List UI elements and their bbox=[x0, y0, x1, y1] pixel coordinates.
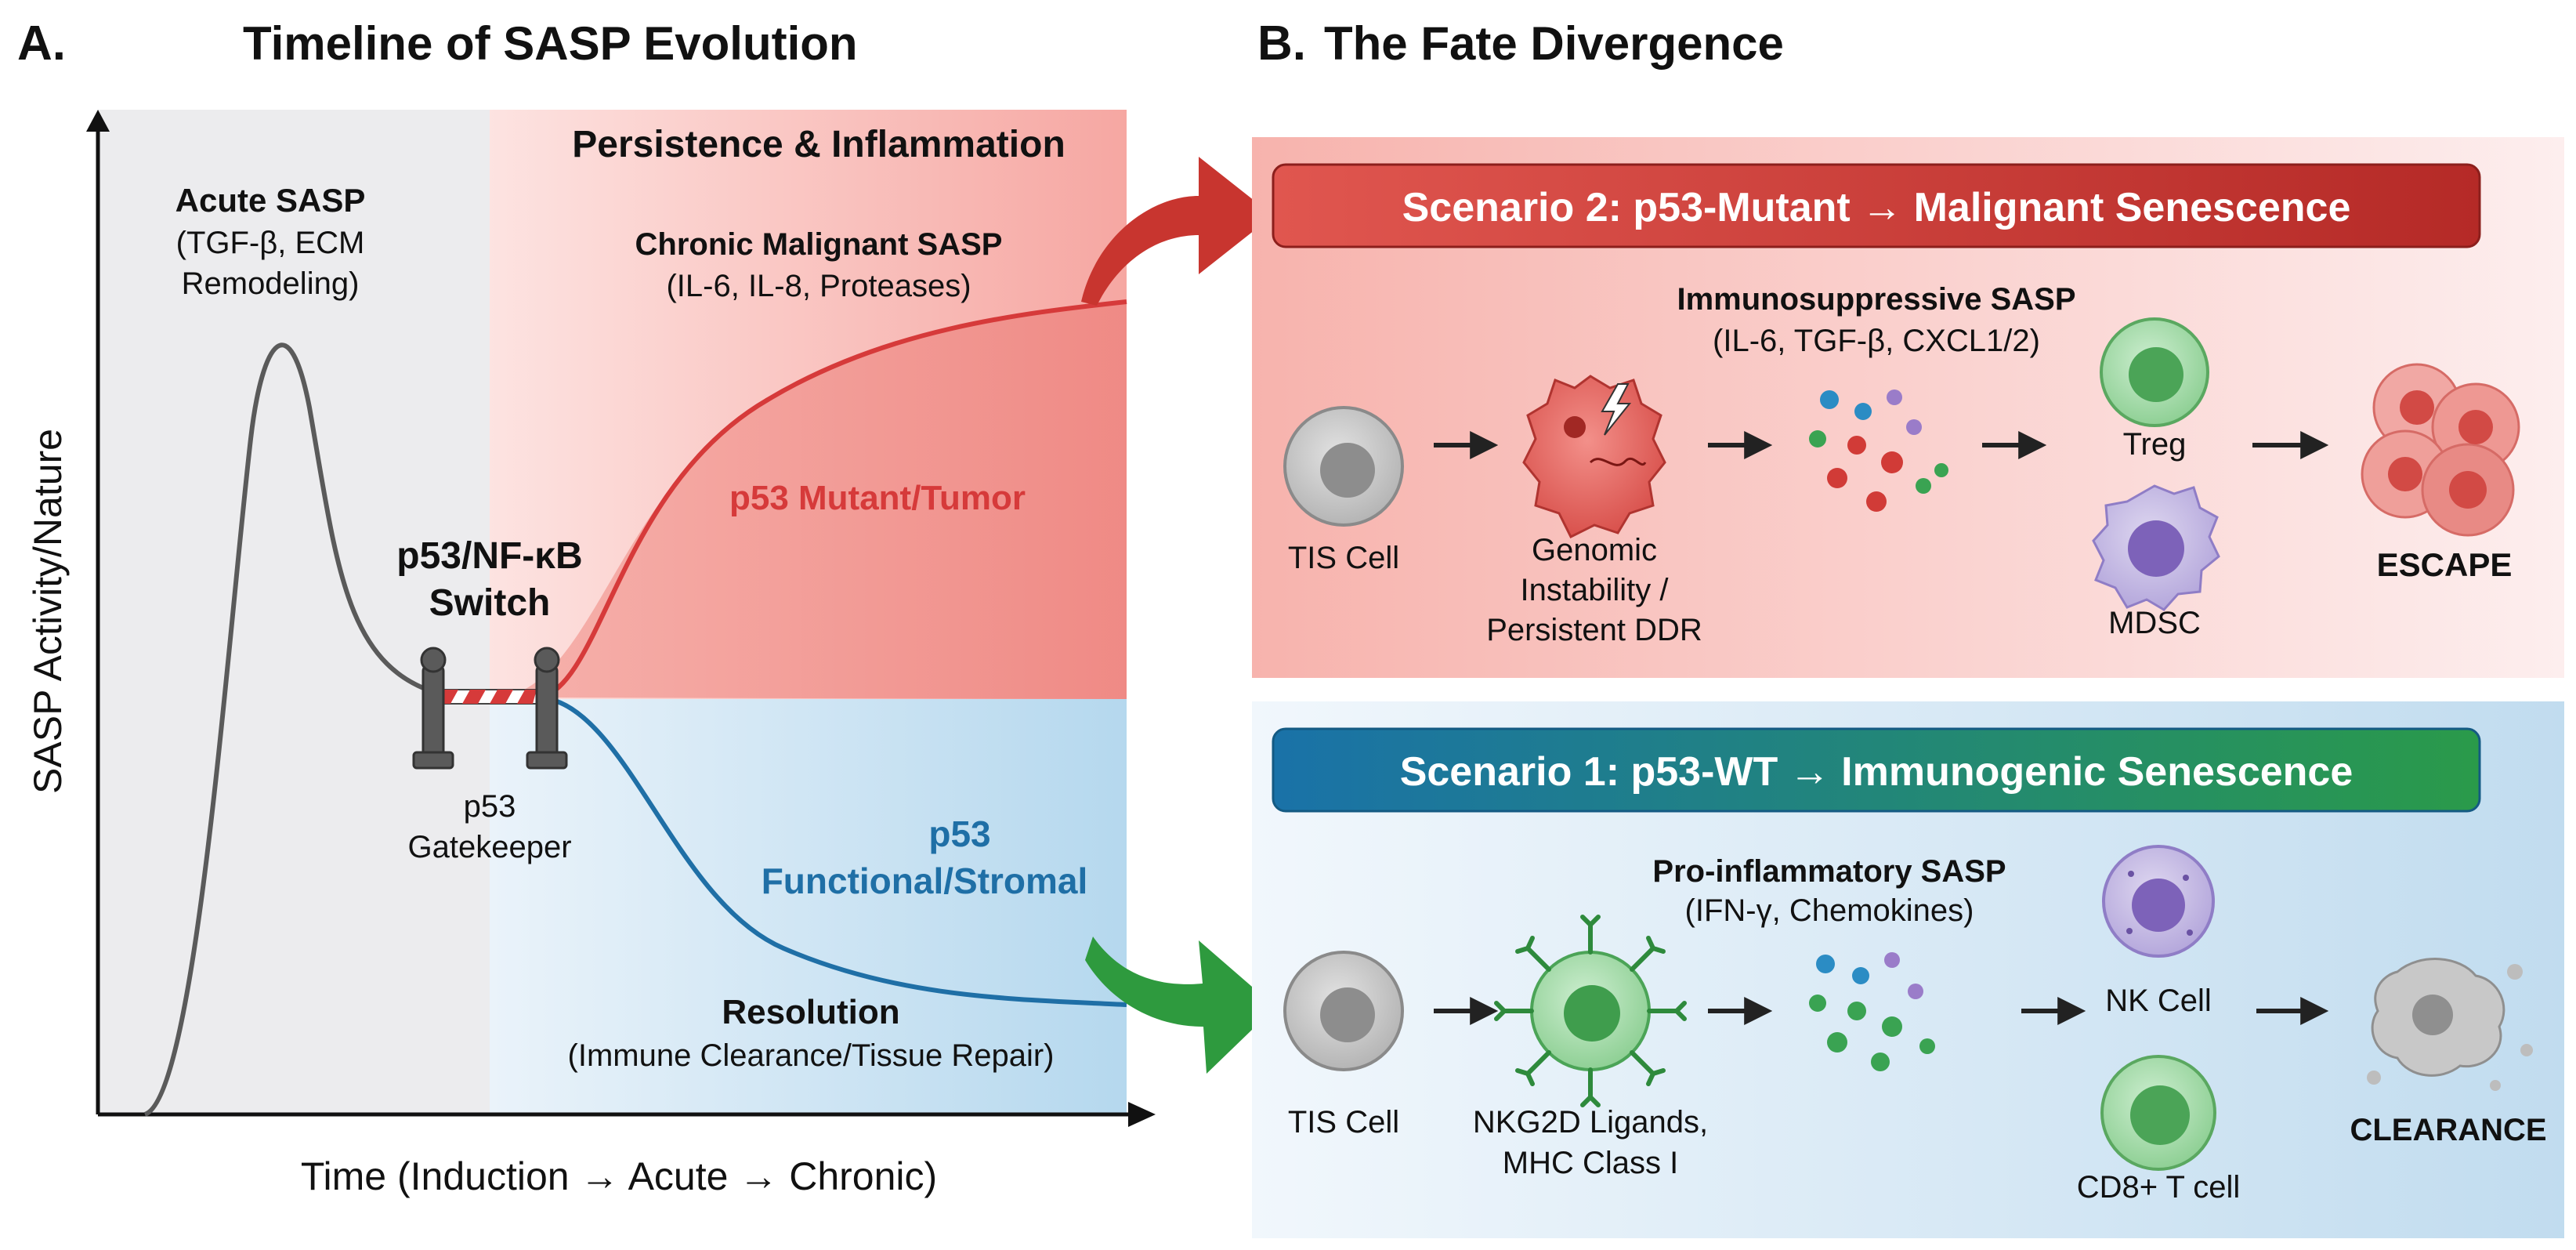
y-axis-arrow-icon bbox=[86, 110, 110, 132]
gatekeeper-label-line2: Gatekeeper bbox=[407, 830, 571, 864]
tumor-cluster-icon bbox=[2361, 363, 2520, 537]
x-axis-label: Time (Induction → Acute → Chronic) bbox=[301, 1154, 937, 1198]
scenario2-sasp-detail: (IL-6, TGF-β, CXCL1/2) bbox=[1713, 324, 2040, 358]
cd8-label: CD8+ T cell bbox=[2077, 1170, 2241, 1205]
mdsc-cell-icon bbox=[2092, 484, 2220, 611]
genomic-line2: Instability / bbox=[1521, 573, 1670, 607]
functional-curve bbox=[540, 695, 1127, 1007]
scenario1-box: Scenario 1: p53-WT → Immunogenic Senesce… bbox=[1252, 701, 2564, 1238]
functional-region bbox=[490, 699, 1127, 1114]
panel-a: A. Timeline of SASP Evolution SASP Activ… bbox=[17, 16, 1275, 1198]
genomic-line1: Genomic bbox=[1532, 533, 1657, 567]
mutant-curve bbox=[540, 299, 1127, 700]
acute-sasp-title: Acute SASP bbox=[175, 182, 366, 219]
scenario1-banner-text: Scenario 1: p53-WT → Immunogenic Senesce… bbox=[1400, 749, 2353, 795]
switch-label-line2: Switch bbox=[429, 582, 551, 624]
nk-cell-label: NK Cell bbox=[2105, 984, 2212, 1018]
cytokine-dots-icon bbox=[1809, 389, 1948, 512]
y-axis-label: SASP Activity/Nature bbox=[26, 429, 70, 794]
acute-sasp-line2: Remodeling) bbox=[182, 266, 360, 301]
x-axis-arrow-icon bbox=[1128, 1102, 1156, 1127]
scenario1-sasp-detail: (IFN-γ, Chemokines) bbox=[1685, 893, 1974, 928]
clearance-label: CLEARANCE bbox=[2350, 1113, 2546, 1147]
to-clearance-arrow-icon bbox=[1085, 937, 1275, 1074]
resolution-title: Resolution bbox=[722, 993, 899, 1031]
switch-label-line1: p53/NF-κB bbox=[396, 535, 582, 577]
escape-label: ESCAPE bbox=[2377, 546, 2513, 583]
functional-label-line1: p53 bbox=[928, 813, 990, 854]
cytokine-dots-icon bbox=[1809, 952, 1935, 1071]
ligand-cell-icon bbox=[1494, 915, 1687, 1107]
acute-sasp-curve bbox=[143, 342, 471, 1117]
lightning-icon bbox=[1601, 383, 1632, 436]
gatekeeper-label-line1: p53 bbox=[464, 789, 516, 824]
mdsc-label: MDSC bbox=[2108, 606, 2201, 640]
resolution-detail: (Immune Clearance/Tissue Repair) bbox=[568, 1038, 1055, 1073]
genomic-line3: Persistent DDR bbox=[1486, 613, 1702, 647]
scenario2-box: Scenario 2: p53-Mutant → Malignant Senes… bbox=[1252, 137, 2564, 678]
scenario1-sasp-title: Pro-inflammatory SASP bbox=[1652, 854, 2006, 889]
nk-cell-icon bbox=[2102, 845, 2215, 958]
ligands-line2: MHC Class I bbox=[1503, 1146, 1678, 1180]
tis-cell-icon bbox=[1283, 406, 1404, 527]
treg-cell-icon bbox=[2100, 317, 2209, 427]
acute-sasp-line1: (TGF-β, ECM bbox=[176, 226, 365, 260]
functional-label-line2: Functional/Stromal bbox=[762, 861, 1088, 901]
scenario2-banner bbox=[1272, 163, 2481, 248]
mutant-area-fill bbox=[501, 302, 1127, 699]
cd8-t-cell-icon bbox=[2100, 1055, 2216, 1171]
panel-a-letter: A. bbox=[17, 16, 66, 71]
scenario2-banner-text: Scenario 2: p53-Mutant → Malignant Senes… bbox=[1402, 185, 2351, 230]
ligands-line1: NKG2D Ligands, bbox=[1473, 1105, 1708, 1139]
cell-debris-icon bbox=[2367, 958, 2533, 1091]
scenario2-tis-label: TIS Cell bbox=[1288, 541, 1399, 575]
genomic-instability-cell-icon bbox=[1522, 375, 1666, 539]
gatekeeper-barrier-icon bbox=[412, 647, 568, 770]
treg-label: Treg bbox=[2123, 427, 2187, 462]
chronic-sasp-detail: (IL-6, IL-8, Proteases) bbox=[666, 269, 971, 303]
panel-b-letter: B. bbox=[1257, 16, 1306, 71]
scenario1-banner bbox=[1272, 727, 2481, 813]
to-malignant-arrow-icon bbox=[1081, 157, 1273, 306]
panel-a-title: Timeline of SASP Evolution bbox=[243, 17, 858, 70]
tis-cell-icon bbox=[1283, 951, 1404, 1071]
chronic-sasp-title: Chronic Malignant SASP bbox=[635, 227, 1003, 262]
scenario1-tis-label: TIS Cell bbox=[1288, 1105, 1399, 1139]
scenario2-sasp-title: Immunosuppressive SASP bbox=[1677, 282, 2075, 317]
panel-b: B. The Fate Divergence Scenario 2: p53-M… bbox=[1252, 16, 2564, 1238]
panel-b-title: The Fate Divergence bbox=[1324, 17, 1784, 70]
mutant-label: p53 Mutant/Tumor bbox=[729, 479, 1026, 517]
acute-phase-region bbox=[98, 110, 490, 1114]
persistence-label: Persistence & Inflammation bbox=[572, 124, 1065, 165]
